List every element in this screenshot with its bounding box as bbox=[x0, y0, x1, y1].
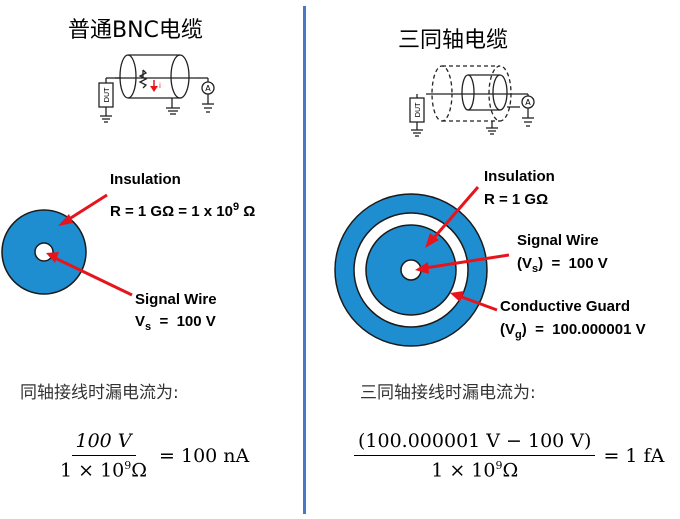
right-resistance-label: R = 1 GΩ bbox=[484, 191, 549, 208]
svg-text:i: i bbox=[159, 82, 161, 90]
dut-label: DUT bbox=[414, 102, 422, 118]
left-insulation-label: Insulation bbox=[110, 171, 181, 188]
left-signal-wire-label: Signal Wire bbox=[135, 291, 217, 308]
right-title: 三同轴电缆 bbox=[398, 28, 509, 53]
right-guard-label: Conductive Guard bbox=[500, 298, 631, 315]
right-insulation-label: Insulation bbox=[484, 168, 555, 185]
left-signal-wire-voltage: Vs = 100 V bbox=[135, 313, 216, 333]
left-title: 普通BNC电缆 bbox=[68, 18, 203, 43]
right-formula: (100.000001 V − 100 V) 1 × 109Ω = 1 fA bbox=[354, 430, 664, 481]
left-formula-denominator: 1 × 109Ω bbox=[60, 459, 148, 482]
right-guard-voltage: (Vg) = 100.000001 V bbox=[500, 321, 646, 341]
right-formula-result: = 1 fA bbox=[603, 444, 665, 467]
signal-wire-arrow bbox=[424, 253, 510, 270]
center-divider bbox=[303, 6, 306, 514]
signal-wire-arrow bbox=[54, 256, 133, 297]
right-signal-wire-voltage: (Vs) = 100 V bbox=[517, 255, 608, 275]
right-formula-denominator: 1 × 109Ω bbox=[431, 459, 519, 482]
left-caption: 同轴接线时漏电流为: bbox=[20, 383, 179, 403]
left-formula-numerator: 100 V bbox=[71, 430, 136, 456]
left-formula: 100 V 1 × 109Ω = 100 nA bbox=[56, 430, 249, 481]
ammeter-label: A bbox=[205, 84, 211, 93]
right-signal-wire-label: Signal Wire bbox=[517, 232, 599, 249]
left-resistance-label: R = 1 GΩ = 1 x 109 Ω bbox=[110, 201, 256, 220]
insulation-arrow bbox=[65, 193, 108, 223]
right-caption: 三同轴接线时漏电流为: bbox=[360, 383, 536, 403]
ammeter-label: A bbox=[525, 98, 531, 107]
insulation-arrow bbox=[430, 186, 480, 241]
right-formula-numerator: (100.000001 V − 100 V) bbox=[354, 430, 596, 456]
guard-arrow bbox=[458, 294, 498, 312]
dut-label: DUT bbox=[103, 87, 111, 103]
left-formula-result: = 100 nA bbox=[159, 444, 250, 467]
